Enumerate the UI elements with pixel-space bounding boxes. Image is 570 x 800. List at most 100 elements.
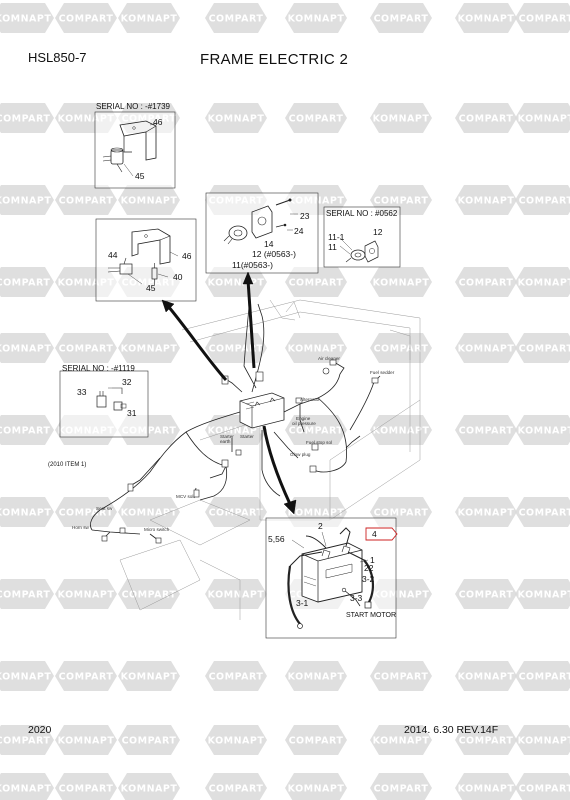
watermark-text: COMPART <box>59 14 114 25</box>
watermark-badge: KOMNAPT <box>118 333 180 363</box>
watermark-text: KOMNAPT <box>121 508 178 519</box>
battery-callout: 2 <box>318 521 323 531</box>
watermark-badge: KOMNAPT <box>455 497 517 527</box>
inset-c-callout: 24 <box>294 226 304 236</box>
watermark-text: COMPART <box>209 784 264 795</box>
watermark-text: KOMNAPT <box>288 672 345 683</box>
watermark-text: KOMNAPT <box>208 590 265 601</box>
watermark-text: KOMNAPT <box>208 736 265 747</box>
inset-c-callout: 12 (#0563-) <box>252 249 296 259</box>
watermark-badge: COMPART <box>118 579 180 609</box>
inset-b-frame <box>95 218 197 302</box>
watermark-badge: COMPART <box>455 725 517 755</box>
inset-d-frame <box>323 206 401 268</box>
watermark-text: KOMNAPT <box>458 344 515 355</box>
watermark-text: COMPART <box>519 14 570 25</box>
watermark-badge: KOMNAPT <box>118 185 180 215</box>
label-glow-plug: Glow plug <box>290 452 311 457</box>
inset-d-callout: 12 <box>373 227 383 237</box>
watermark-text: KOMNAPT <box>121 784 178 795</box>
watermark-text: COMPART <box>374 14 429 25</box>
watermark-text: KOMNAPT <box>518 590 570 601</box>
inset-d-callout: 11-1 <box>328 232 345 242</box>
watermark-badge: KOMNAPT <box>515 267 570 297</box>
watermark-badge: COMPART <box>515 661 570 691</box>
watermark-text: COMPART <box>59 508 114 519</box>
watermark-badge: COMPART <box>205 333 267 363</box>
watermark-text: COMPART <box>289 114 344 125</box>
watermark-badge: KOMNAPT <box>515 415 570 445</box>
watermark-badge: KOMNAPT <box>118 661 180 691</box>
watermark-text: KOMNAPT <box>458 508 515 519</box>
inset-b-callout: 46 <box>182 251 192 261</box>
watermark-text: COMPART <box>209 672 264 683</box>
watermark-badge: KOMNAPT <box>205 725 267 755</box>
watermark-badge: COMPART <box>285 725 347 755</box>
watermark-badge: COMPART <box>205 497 267 527</box>
watermark-text: KOMNAPT <box>0 672 51 683</box>
inset-e-serial: SERIAL NO : -#1119 <box>62 364 135 373</box>
watermark-text: KOMNAPT <box>208 114 265 125</box>
watermark-text: COMPART <box>0 426 50 437</box>
watermark-badge: COMPART <box>370 661 432 691</box>
watermark-badge: COMPART <box>205 3 267 33</box>
watermark-badge: KOMNAPT <box>205 103 267 133</box>
watermark-text: COMPART <box>0 590 50 601</box>
watermark-text: COMPART <box>374 196 429 207</box>
watermark-text: COMPART <box>0 114 50 125</box>
watermark-badge: COMPART <box>0 267 54 297</box>
watermark-badge: KOMNAPT <box>0 497 54 527</box>
label-horn-sw: Horn sw <box>72 525 89 530</box>
watermark-text: COMPART <box>459 736 514 747</box>
battery-callout: 1 <box>370 555 375 565</box>
watermark-badge: COMPART <box>370 333 432 363</box>
label-mcv-sol: MCV sol <box>176 494 194 499</box>
leader-arrows <box>161 271 297 515</box>
watermark-badge: COMPART <box>285 267 347 297</box>
watermark-badge: KOMNAPT <box>118 497 180 527</box>
watermark-badge: KOMNAPT <box>0 661 54 691</box>
watermark-text: KOMNAPT <box>0 508 51 519</box>
watermark-text: KOMNAPT <box>518 426 570 437</box>
watermark-badge: COMPART <box>370 3 432 33</box>
battery-callout-start-motor: START MOTOR <box>346 612 397 619</box>
revision-date: 2014. 6.30 REV.14F <box>404 724 499 736</box>
label-seat-sw: Seat sw <box>96 506 113 511</box>
watermark-text: KOMNAPT <box>373 736 430 747</box>
battery-callout: 3-3 <box>350 593 363 603</box>
watermark-text: KOMNAPT <box>288 14 345 25</box>
watermark-text: COMPART <box>519 196 570 207</box>
watermark-badge: KOMNAPT <box>0 3 54 33</box>
page-number: 2020 <box>28 724 52 736</box>
watermark-text: COMPART <box>122 426 177 437</box>
inset-c-callout: 11(#0563-) <box>232 260 273 270</box>
watermark-text: KOMNAPT <box>373 590 430 601</box>
battery-callout: 5,56 <box>268 534 285 544</box>
watermark-text: COMPART <box>0 278 50 289</box>
watermark-text: COMPART <box>0 736 50 747</box>
watermark-text: COMPART <box>209 344 264 355</box>
watermark-text: COMPART <box>459 426 514 437</box>
watermark-text: COMPART <box>209 508 264 519</box>
inset-a-frame <box>94 111 176 189</box>
watermark-badge: COMPART <box>205 661 267 691</box>
watermark-badge: KOMNAPT <box>205 579 267 609</box>
watermark-text: COMPART <box>519 784 570 795</box>
watermark-badge: COMPART <box>515 773 570 800</box>
watermark-badge: COMPART <box>455 579 517 609</box>
watermark-text: KOMNAPT <box>0 196 51 207</box>
watermark-text: KOMNAPT <box>0 344 51 355</box>
watermark-text: KOMNAPT <box>121 344 178 355</box>
watermark-text: COMPART <box>59 344 114 355</box>
watermark-text: KOMNAPT <box>0 784 51 795</box>
watermark-badge: KOMNAPT <box>455 185 517 215</box>
inset-b-callout: 45 <box>146 283 156 293</box>
watermark-text: KOMNAPT <box>458 784 515 795</box>
label-engine-oil: Engine <box>296 416 311 421</box>
watermark-text: COMPART <box>122 736 177 747</box>
watermark-text: COMPART <box>59 784 114 795</box>
watermark-text: KOMNAPT <box>518 736 570 747</box>
inset-d-serial: SERIAL NO : #0562 <box>326 209 398 218</box>
inset-a-callout: 45 <box>135 171 145 181</box>
watermark-text: KOMNAPT <box>208 278 265 289</box>
